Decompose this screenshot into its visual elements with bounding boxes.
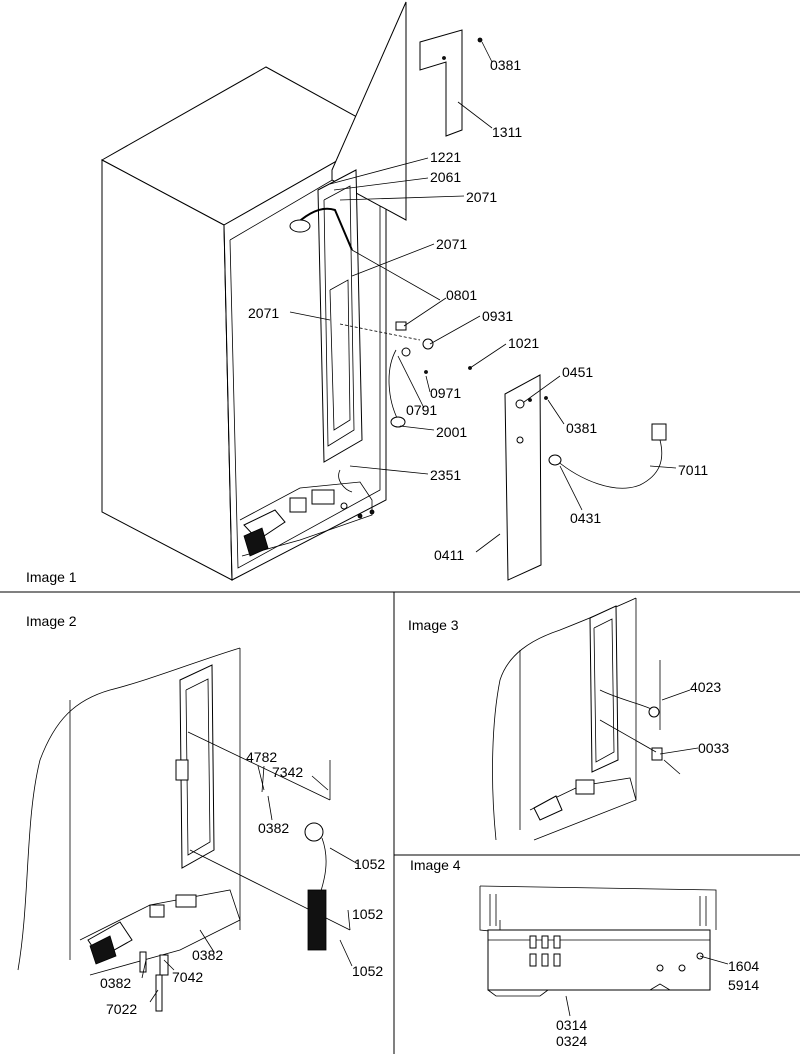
- image3-leaders: [659, 689, 699, 775]
- callout-2071: 2071: [436, 236, 467, 252]
- callout-1221: 1221: [430, 149, 461, 165]
- callout-1311: 1311: [492, 124, 522, 140]
- image2-title: Image 2: [26, 613, 77, 629]
- image4-drawing: [479, 885, 717, 997]
- callout-1021: 1021: [508, 335, 539, 351]
- image2-drawing: [17, 647, 351, 1012]
- callout-7022: 7022: [106, 1001, 137, 1017]
- callout-7342: 7342: [272, 764, 303, 780]
- callout-0382: 0382: [192, 947, 223, 963]
- callout-0431: 0431: [570, 510, 601, 526]
- callout-0033: 0033: [698, 740, 729, 756]
- callout-0411: 0411: [434, 547, 464, 563]
- image4-title: Image 4: [410, 857, 461, 873]
- callout-2001: 2001: [436, 424, 467, 440]
- callout-0931: 0931: [482, 308, 513, 324]
- callout-1052: 1052: [354, 856, 385, 872]
- callout-0381: 0381: [566, 420, 597, 436]
- callout-2071: 2071: [466, 189, 497, 205]
- image4-leaders: [565, 955, 729, 1017]
- callout-0324: 0324: [556, 1033, 587, 1049]
- callout-5914: 5914: [728, 977, 759, 993]
- callout-0801: 0801: [446, 287, 477, 303]
- image1-title: Image 1: [26, 569, 77, 585]
- callout-0381: 0381: [490, 57, 521, 73]
- callout-1052: 1052: [352, 963, 383, 979]
- image1-leaders: [289, 41, 677, 553]
- callout-1604: 1604: [728, 958, 759, 974]
- image4-slots: [529, 935, 561, 967]
- callout-0382: 0382: [258, 820, 289, 836]
- image3-title: Image 3: [408, 617, 459, 633]
- image1-drawing: [100, 1, 667, 581]
- callout-0791: 0791: [406, 402, 437, 418]
- callout-7011: 7011: [678, 462, 708, 478]
- callout-0382: 0382: [100, 975, 131, 991]
- callout-1052: 1052: [352, 906, 383, 922]
- callout-0314: 0314: [556, 1017, 587, 1033]
- callout-7042: 7042: [172, 969, 203, 985]
- callout-2351: 2351: [430, 467, 461, 483]
- callout-2071: 2071: [248, 305, 279, 321]
- callout-0971: 0971: [430, 385, 461, 401]
- image3-drawing: [492, 597, 663, 841]
- callout-4782: 4782: [246, 749, 277, 765]
- callout-4023: 4023: [690, 679, 721, 695]
- callout-0451: 0451: [562, 364, 593, 380]
- image2-leaders: [141, 765, 359, 1003]
- panel-dividers: [0, 591, 800, 1054]
- callout-2061: 2061: [430, 169, 461, 185]
